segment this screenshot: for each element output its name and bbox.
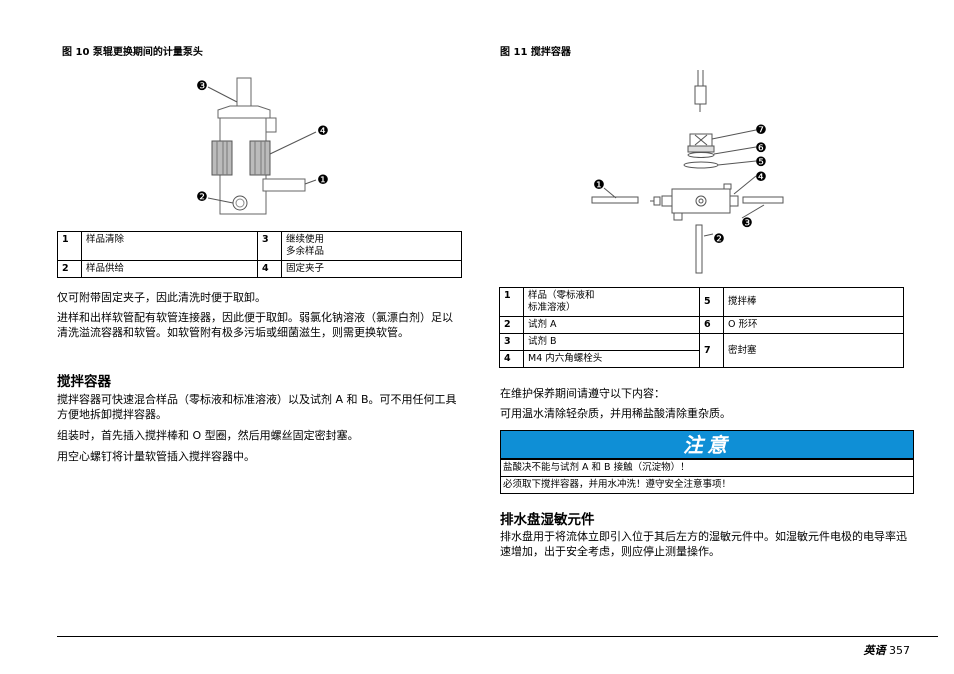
page-number: 357 <box>889 644 910 657</box>
legend-number: 2 <box>499 316 524 334</box>
callout-4: ❹ <box>755 170 767 185</box>
legend-label: 试剂 B <box>523 333 700 351</box>
paragraph-fixing-clip: 仅可附带固定夹子，因此清洗时便于取卸。 <box>57 291 266 304</box>
callout-2: ❷ <box>713 232 725 247</box>
table-row: 1 样品（零标液和 标准溶液） 5 搅拌棒 <box>499 287 904 317</box>
callout-4: ❹ <box>317 124 329 139</box>
paragraph-drip-tray-sensor: 排水盘用于将流体立即引入位于其后左方的湿敏元件中。如湿敏元件电极的电导率迅速增加… <box>500 530 907 558</box>
section-heading-drip-tray-sensor: 排水盘湿敏元件 <box>500 512 595 528</box>
legend-label: 样品清除 <box>81 231 258 261</box>
table-row: 4 M4 内六角螺栓头 <box>499 350 904 368</box>
paragraph-hose-cleaning: 进样和出样软管配有软管连接器，因此便于取卸。弱氯化钠溶液（氯漂白剂）足以清洗溢流… <box>57 311 453 339</box>
legend-label: 样品供给 <box>81 260 258 278</box>
table-row: 2 试剂 A 6 O 形环 <box>499 316 904 334</box>
legend-label: 继续使用 多余样品 <box>281 231 462 261</box>
legend-number: 1 <box>499 287 524 317</box>
callout-1: ❶ <box>317 173 329 188</box>
caution-title: 注意 <box>501 431 913 459</box>
legend-label-line: 继续使用 <box>286 234 325 245</box>
section-heading-mixing-vessel: 搅拌容器 <box>57 374 111 390</box>
figure-10-title: 图 10 泵辊更换期间的计量泵头 <box>62 47 203 58</box>
legend-number: 7 <box>699 333 724 368</box>
callout-5: ❺ <box>755 155 767 170</box>
legend-number: 2 <box>57 260 82 278</box>
legend-label-line: 样品（零标液和 <box>528 290 595 301</box>
caution-box: 注意 盐酸决不能与试剂 A 和 B 接触（沉淀物）！ 必须取下搅拌容器，并用水冲… <box>500 430 914 494</box>
legend-number: 1 <box>57 231 82 261</box>
paragraph-mixing-vessel: 搅拌容器可快速混合样品（零标液和标准溶液）以及试剂 A 和 B。可不用任何工具方… <box>57 393 457 421</box>
figure-11-title: 图 11 搅拌容器 <box>500 47 571 58</box>
footer-language: 英语 <box>863 644 886 657</box>
legend-label: M4 内六角螺栓头 <box>523 350 700 368</box>
figure-11-legend-table: 1 样品（零标液和 标准溶液） 5 搅拌棒 2 试剂 A 6 O 形环 3 试剂… <box>499 287 904 368</box>
caution-line-rinse: 必须取下搅拌容器，并用水冲洗！遵守安全注意事项！ <box>501 476 913 493</box>
metering-pump-head-diagram: ❸ ❹ ❶ ❷ <box>196 77 329 215</box>
callout-3: ❸ <box>741 216 753 231</box>
mixing-vessel-diagram: ❼ ❻ ❺ ❹ ❶ ❸ ❷ <box>591 70 784 274</box>
legend-label: 固定夹子 <box>281 260 462 278</box>
legend-label: 样品（零标液和 标准溶液） <box>523 287 700 317</box>
legend-label-line: 标准溶液） <box>528 302 576 313</box>
figure-10-legend-table: 1 样品清除 3 继续使用 多余样品 2 样品供给 4 固定夹子 <box>57 231 462 278</box>
legend-label: 搅拌棒 <box>723 287 904 317</box>
page-footer: 英语 357 <box>864 642 911 658</box>
legend-label: 试剂 A <box>523 316 700 334</box>
table-row: 1 样品清除 3 继续使用 多余样品 <box>57 231 462 261</box>
legend-label: O 形环 <box>723 316 904 334</box>
callout-6: ❻ <box>755 141 767 156</box>
legend-number: 5 <box>699 287 724 317</box>
legend-number: 6 <box>699 316 724 334</box>
legend-label: 密封塞 <box>723 333 904 368</box>
legend-label-line: 多余样品 <box>286 246 325 257</box>
callout-2: ❷ <box>196 190 208 205</box>
table-row: 2 样品供给 4 固定夹子 <box>57 260 462 278</box>
legend-number: 4 <box>257 260 282 278</box>
legend-number: 3 <box>499 333 524 351</box>
caution-line-acid: 盐酸决不能与试剂 A 和 B 接触（沉淀物）！ <box>501 459 913 476</box>
legend-number: 3 <box>257 231 282 261</box>
paragraph-maintenance-intro: 在维护保养期间请遵守以下内容： <box>500 387 665 400</box>
paragraph-assembly: 组装时，首先插入搅拌棒和 O 型圈，然后用螺丝固定密封塞。 <box>57 429 359 442</box>
legend-number: 4 <box>499 350 524 368</box>
table-row: 3 试剂 B 7 密封塞 <box>499 333 904 368</box>
paragraph-hollow-screw: 用空心螺钉将计量软管插入搅拌容器中。 <box>57 450 255 463</box>
footer-divider <box>57 636 938 637</box>
callout-1: ❶ <box>593 178 605 193</box>
callout-7: ❼ <box>755 123 767 138</box>
paragraph-cleaning: 可用温水清除轻杂质，并用稀盐酸清除重杂质。 <box>500 407 731 420</box>
callout-3: ❸ <box>196 79 208 94</box>
